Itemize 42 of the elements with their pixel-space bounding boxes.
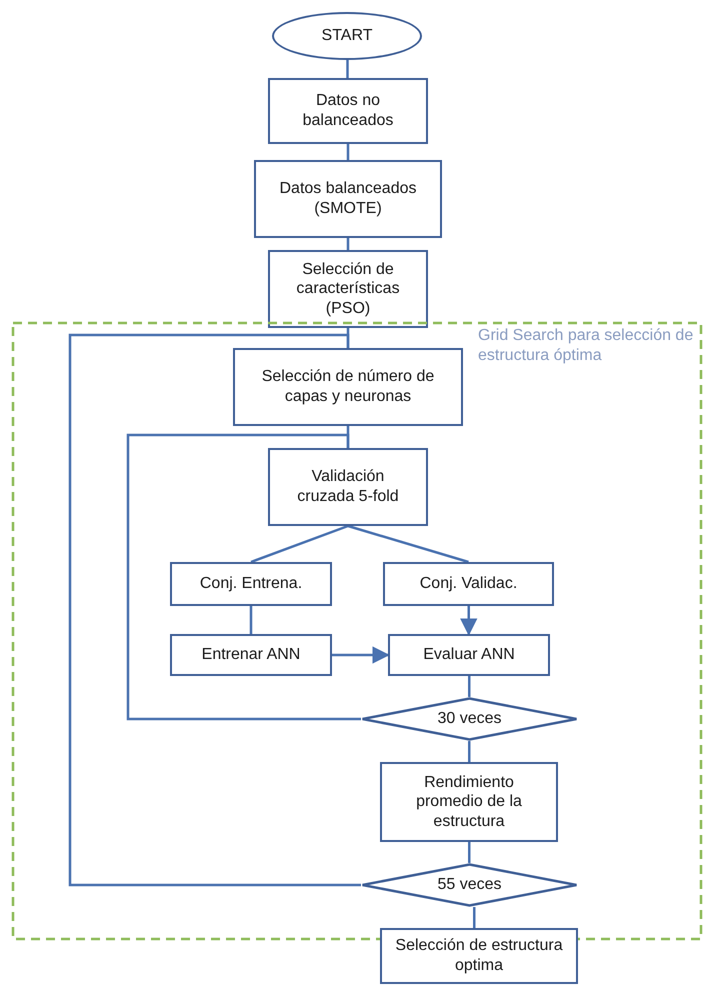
connector-line (348, 524, 469, 564)
decision-diamond (361, 863, 578, 907)
node-label: Entrenar ANN (200, 645, 302, 665)
process-box (380, 928, 578, 984)
node-label: Selección de características (PSO) (295, 260, 401, 318)
process-box (268, 448, 428, 526)
node-label: Datos balanceados (SMOTE) (278, 179, 418, 219)
connector-line (468, 842, 470, 863)
connector-line (250, 524, 348, 564)
connector-line (346, 144, 350, 160)
region-title: Grid Search para selección de estructura óptima (478, 326, 694, 366)
connector-line (468, 676, 470, 697)
node-label: Selección de número de capas y neuronas (260, 367, 436, 407)
process-box (268, 250, 428, 328)
decision-diamond (361, 697, 578, 741)
node-label: 55 veces (436, 875, 503, 895)
process-box (170, 634, 332, 676)
process-box (380, 762, 558, 842)
node-label: Evaluar ANN (422, 645, 516, 665)
node-label: 30 veces (436, 709, 503, 729)
node-label: Rendimiento promedio de la estructura (415, 772, 523, 832)
connector-line (473, 907, 476, 928)
process-box (268, 78, 428, 144)
node-label: START (320, 26, 374, 46)
arrow (460, 606, 478, 636)
process-box (170, 562, 332, 606)
node-label: Conj. Entrena. (198, 574, 304, 594)
node-label: Datos no balanceados (302, 91, 394, 131)
arrow (332, 646, 390, 664)
connector-line (346, 238, 350, 250)
process-box (233, 348, 463, 426)
connector-line (250, 606, 252, 634)
node-label: Conj. Validac. (418, 574, 518, 594)
connector-line (68, 334, 361, 886)
connector-line (346, 60, 349, 78)
node-label: Validación cruzada 5-fold (296, 467, 400, 507)
node-label: Selección de estructura optima (394, 936, 564, 976)
process-box (383, 562, 554, 606)
connector-line (126, 434, 361, 720)
connector-line (468, 741, 470, 762)
process-box (388, 634, 550, 676)
process-box (254, 160, 442, 238)
